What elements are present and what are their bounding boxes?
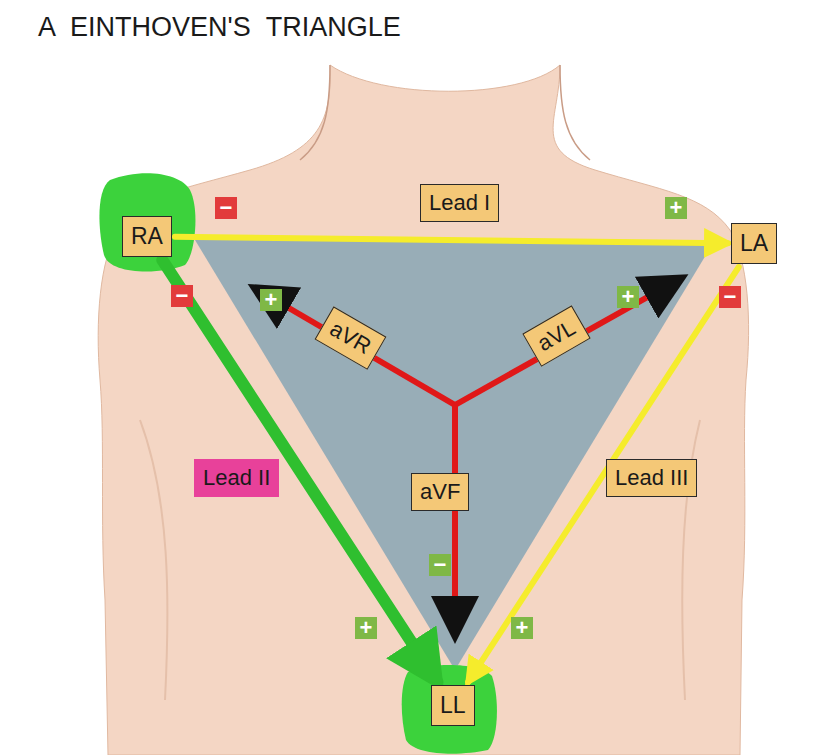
polarity-sign: + [617, 286, 639, 308]
polarity-sign: − [719, 286, 741, 308]
avr-arrow [258, 290, 455, 405]
lead-label-highlighted: Lead II [194, 459, 279, 497]
electrode-box: RA [122, 216, 172, 257]
lead-arrow [468, 267, 739, 682]
highlight-blob [99, 173, 195, 271]
polarity-sign: − [171, 285, 193, 307]
neck-line [560, 65, 590, 160]
arm-fold [140, 420, 167, 700]
avf-arrow [452, 405, 458, 632]
electrode-box: LA [731, 223, 777, 264]
torso [98, 65, 748, 755]
lead-arrow [175, 237, 728, 243]
electrode-label: LL [440, 692, 466, 718]
lead-label: Lead III [606, 459, 697, 497]
polarity-sign: − [429, 554, 451, 576]
polarity-sign: + [260, 289, 282, 311]
avl-arrow [455, 280, 678, 405]
lead-arrow [162, 260, 437, 682]
electrode-label: RA [131, 223, 163, 249]
electrode-box: LL [431, 685, 475, 726]
polarity-sign: − [215, 197, 237, 219]
lead-label: Lead I [420, 184, 499, 222]
polarity-sign: + [355, 617, 377, 639]
neck-line [300, 65, 330, 160]
lead-label: aVF [411, 473, 469, 511]
polarity-sign: + [665, 197, 687, 219]
triangle-area [195, 240, 715, 670]
electrode-label: LA [740, 230, 768, 256]
polarity-sign: + [511, 617, 533, 639]
highlight-blob [402, 665, 497, 754]
diagram-title: A EINTHOVEN'S TRIANGLE [38, 12, 401, 43]
